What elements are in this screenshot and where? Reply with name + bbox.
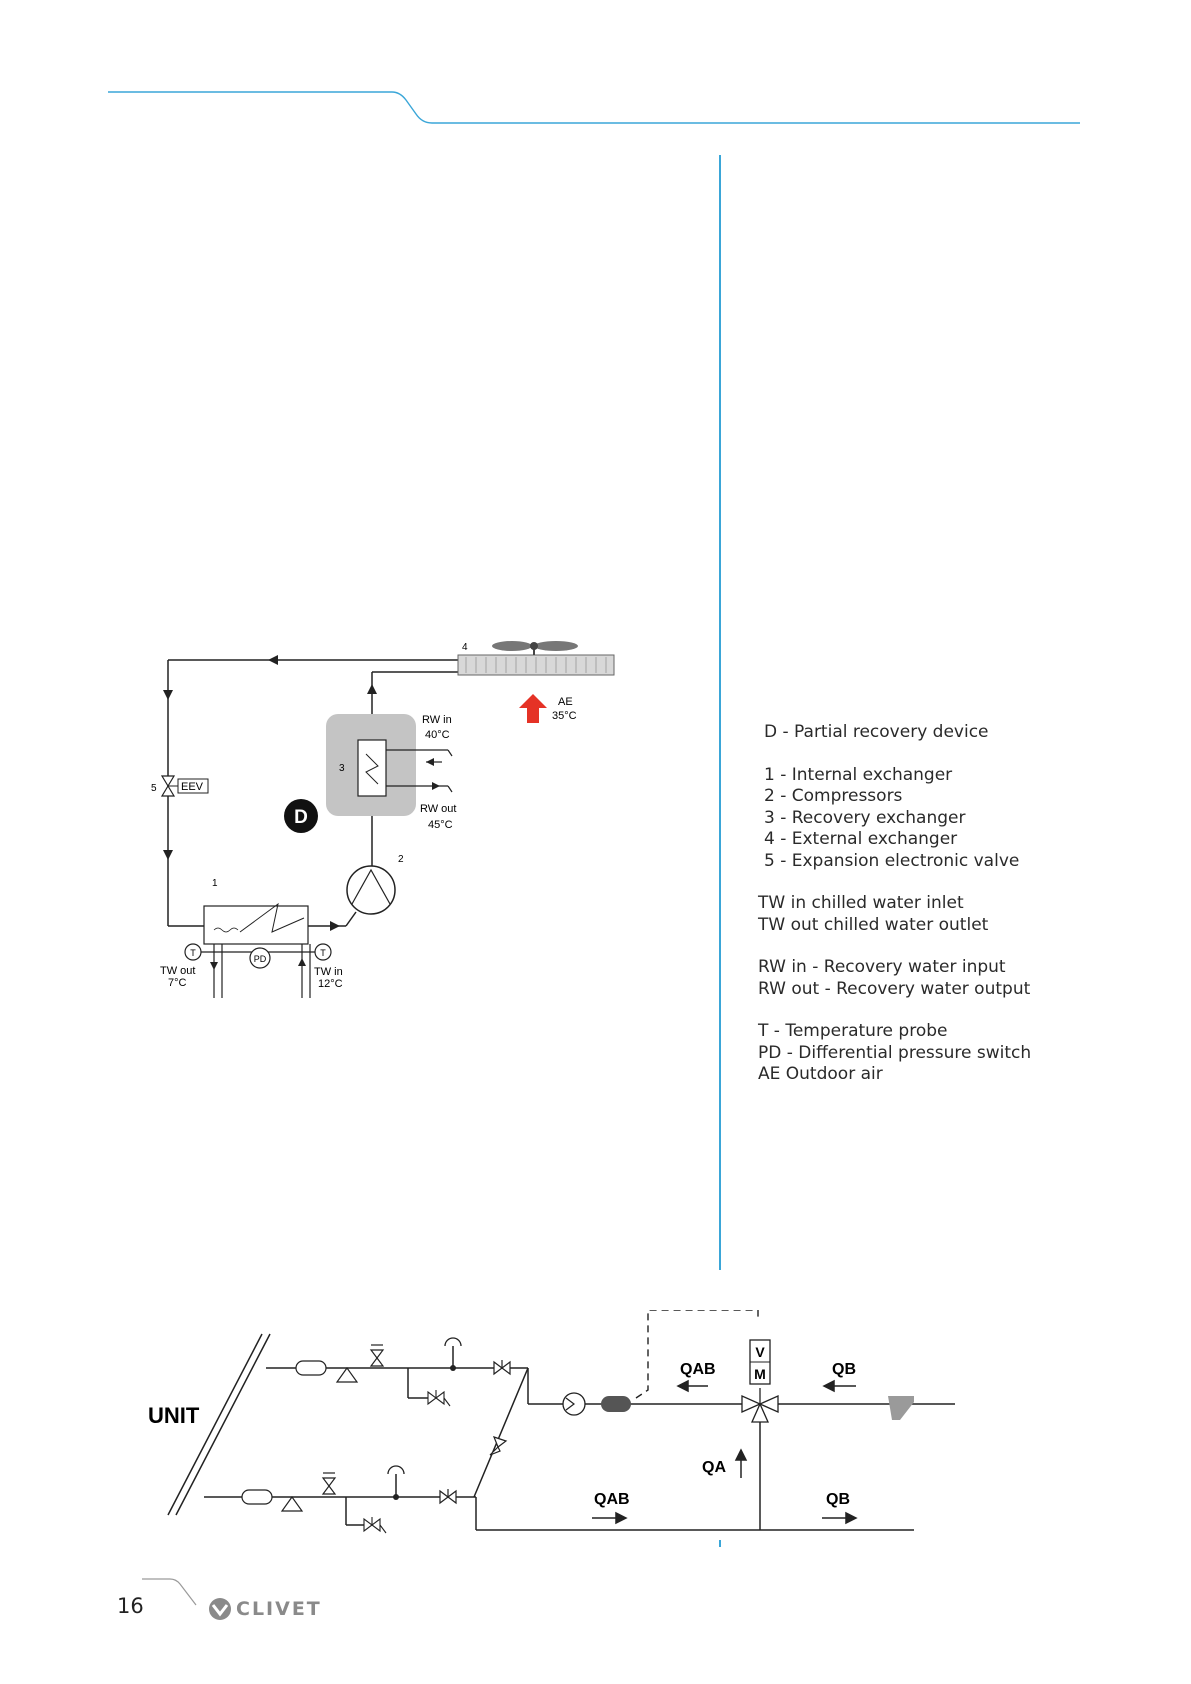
label-ae-temp: 35°C [552,710,577,722]
label-5: 5 [151,783,157,794]
label-qb-bottom: QB [826,1491,850,1508]
page-number: 16 [117,1594,144,1618]
drain-valve-icon [427,1390,451,1407]
legend-item: AE Outdoor air [758,1064,883,1084]
temperature-probe-icon: T [184,943,202,961]
support-icon [280,1495,304,1512]
legend-item: 5 - Expansion electronic valve [764,850,1020,871]
temperature-probe-icon: T [314,943,332,961]
label-1: 1 [212,878,218,889]
label-rw-in-temp: 40°C [425,729,450,741]
label-rw-out: RW out [420,803,456,815]
outdoor-air-arrow-icon [519,694,547,723]
drain-valve-icon [363,1517,387,1534]
pump-icon [562,1392,586,1416]
pressure-gauge-icon [444,1337,462,1371]
refrigerant-circuit-diagram: 4 AE 35°C 3 RW in 40°C RW out 45°C D EEV… [151,641,615,998]
unit-label: UNIT [148,1403,200,1428]
shutoff-valve-icon [493,1360,511,1376]
label-eev: EEV [181,781,204,793]
label-t-right: T [320,948,326,958]
label-qa: QA [702,1459,726,1476]
legend-item: TW in chilled water inlet [758,893,964,913]
support-icon [335,1366,359,1383]
brand-logo: CLIVET [208,1597,322,1621]
three-way-valve-icon [741,1388,779,1423]
column-divider [719,155,721,1547]
label-rw-out-temp: 45°C [428,819,453,831]
diagram-legend: D - Partial recovery device 1 - Internal… [758,722,1064,1086]
legend-item: 3 - Recovery exchanger [764,807,966,828]
legend-item: 2 - Compressors [764,786,903,806]
safety-valve-icon [369,1344,385,1367]
compressor-icon [346,865,396,915]
header-line [108,91,1080,124]
legend-item: TW out chilled water outlet [758,914,989,935]
label-ae: AE [558,696,573,708]
label-t-left: T [190,948,196,958]
label-tw-in: TW in [314,966,343,978]
legend-item: 1 - Internal exchanger [764,764,953,785]
label-3: 3 [339,763,345,774]
label-qab-top: QAB [680,1361,716,1378]
flexible-joint-icon [241,1489,273,1505]
legend-item: RW in - Recovery water input [758,957,1006,977]
legend-item: RW out - Recovery water output [758,978,1031,999]
legend-item: T - Temperature probe [758,1021,948,1041]
label-tw-out: TW out [160,965,195,977]
flexible-joint-icon [295,1360,327,1376]
shutoff-valve-icon [439,1489,457,1505]
brand-name: CLIVET [236,1598,322,1620]
filter-icon [888,1396,914,1420]
label-d: D [294,807,308,828]
label-4: 4 [462,642,468,653]
fan-icon [492,641,578,655]
safety-valve-icon [321,1472,337,1495]
internal-exchanger [203,902,309,945]
clivet-logo-icon [209,1598,231,1620]
differential-pressure-switch-icon: PD [249,947,271,969]
expansion-tank-icon [601,1396,631,1412]
label-rw-in: RW in [422,714,452,726]
pressure-gauge-icon [387,1465,405,1500]
bypass-valve-icon [489,1436,508,1456]
label-qb-top: QB [832,1361,856,1378]
label-tw-out-temp: 7°C [168,977,187,989]
device-d-badge [284,799,318,833]
label-2: 2 [398,854,404,865]
label-pd: PD [254,954,267,964]
legend-item: PD - Differential pressure switch [758,1042,1032,1063]
label-qab-bottom: QAB [594,1491,630,1508]
label-tw-in-temp: 12°C [318,978,343,990]
valve-actuator-icon: V M [749,1339,771,1385]
legend-title: D - Partial recovery device [764,722,989,742]
footer-line [142,1578,197,1606]
expansion-valve-icon [160,775,209,797]
actuator-v: V [755,1344,765,1360]
hydraulic-diagram: V M UNIT QAB QB QA QAB QB [148,1310,955,1534]
legend-item: 4 - External exchanger [764,829,958,849]
actuator-m: M [754,1366,766,1382]
